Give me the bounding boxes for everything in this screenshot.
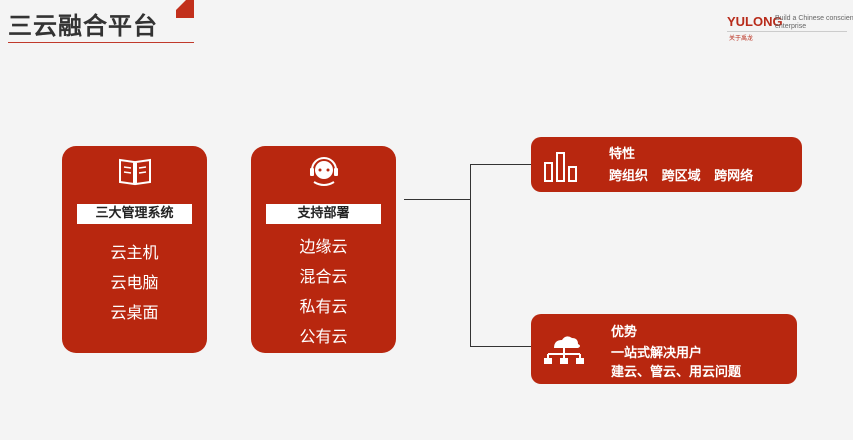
logo-tagline: Build a Chinese conscience enterprise	[775, 15, 853, 30]
logo-divider	[727, 31, 847, 32]
management-systems-card: 三大管理系统 云主机 云电脑 云桌面	[62, 146, 207, 353]
list-item: 私有云	[299, 297, 348, 316]
headset-icon	[251, 154, 396, 194]
list-item: 公有云	[299, 327, 348, 346]
connector-down	[470, 199, 471, 346]
connector-up	[470, 164, 471, 200]
management-systems-list: 云主机 云电脑 云桌面	[62, 238, 207, 328]
connector-bottom	[470, 346, 531, 347]
connector-main	[404, 199, 470, 200]
connector-top	[470, 164, 531, 165]
management-systems-label: 三大管理系统	[77, 204, 192, 224]
features-text: 跨组织 跨区域 跨网络	[609, 169, 754, 184]
advantages-heading: 优势	[611, 325, 638, 340]
deployment-list: 边缘云 混合云 私有云 公有云	[251, 232, 396, 352]
list-item: 云主机	[110, 243, 159, 262]
advantages-panel: 优势 一站式解决用户 建云、管云、用云问题	[531, 314, 797, 384]
title-underline	[8, 42, 194, 43]
list-item: 云桌面	[110, 303, 159, 322]
logo-subtitle: 关于禹龙	[729, 35, 754, 42]
advantages-line-2: 建云、管云、用云问题	[611, 365, 742, 380]
company-logo: YULONG	[727, 14, 783, 29]
advantages-line-1: 一站式解决用户	[611, 346, 703, 361]
page-title: 三云融合平台	[8, 12, 158, 40]
deployment-label: 支持部署	[266, 204, 381, 224]
deployment-card: 支持部署 边缘云 混合云 私有云 公有云	[251, 146, 396, 353]
cloud-network-icon	[542, 332, 586, 370]
book-icon	[62, 154, 207, 192]
bar-chart-icon	[543, 149, 579, 187]
features-panel: 特性 跨组织 跨区域 跨网络	[531, 137, 802, 192]
list-item: 云电脑	[110, 273, 159, 292]
list-item: 边缘云	[299, 237, 348, 256]
corner-flag-decoration	[176, 0, 194, 18]
list-item: 混合云	[299, 267, 348, 286]
features-heading: 特性	[609, 147, 636, 162]
